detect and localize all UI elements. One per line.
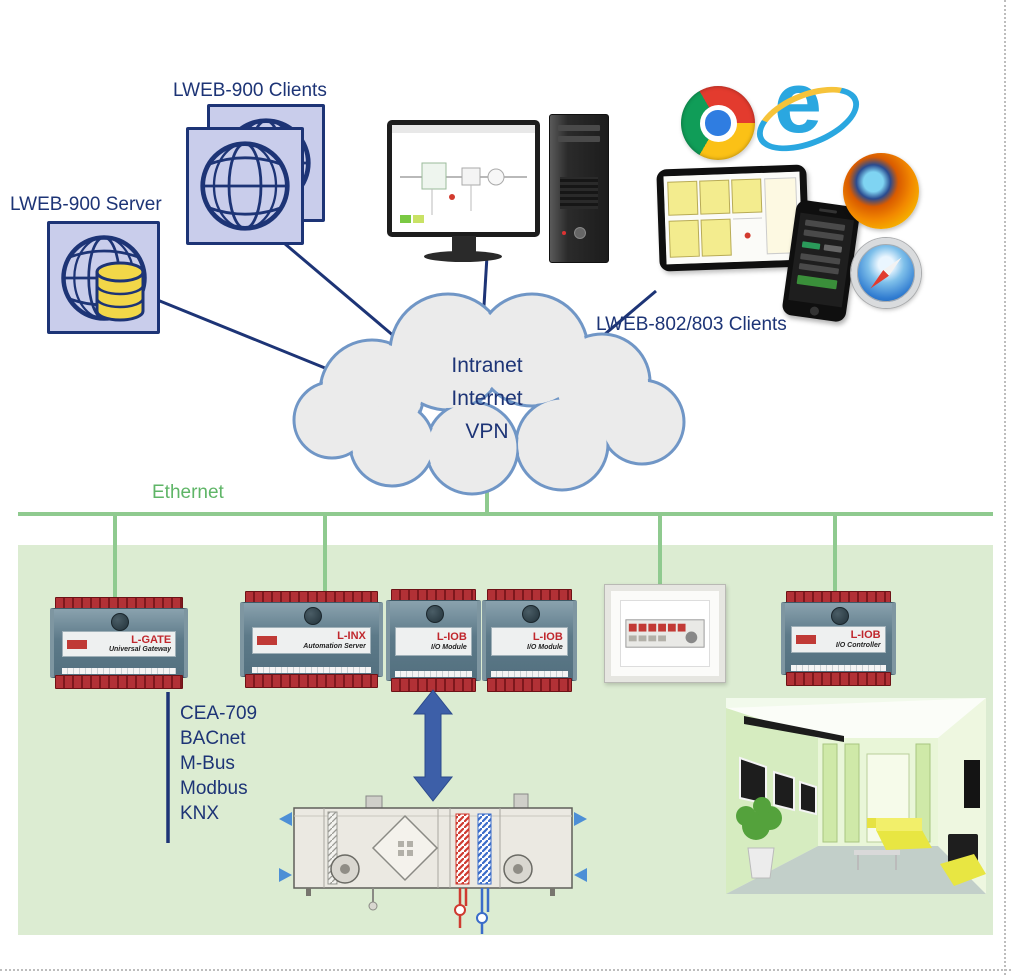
brand-badge [796,635,817,645]
safari-compass-needle [867,254,905,292]
device-knob [830,607,849,625]
device-body: L-GATE Universal Gateway [50,608,188,678]
protocol-modbus: Modbus [180,778,248,799]
device-knob [111,613,129,631]
power-button-icon [574,227,586,239]
phone-ui-tile [801,241,821,250]
framed-panel-picture [604,584,726,683]
chrome-icon [681,86,755,160]
phone-ui-bar [796,274,838,290]
air-handling-unit-illustration [279,793,587,934]
terminal-strip-bottom [786,672,891,686]
fieldbus-protocol-list: CEA-709 BACnet M-Bus Modbus KNX [180,701,257,826]
cloud-label: Intranet Internet VPN [397,349,577,448]
hvac-schematic [392,125,535,223]
safari-icon [851,238,921,308]
device-l-iob-module-1: L-IOB I/O Module [386,589,481,692]
device-label-plate: L-IOB I/O Controller [791,626,886,653]
floor-plan [663,171,803,265]
cloud-line-vpn: VPN [465,420,509,443]
device-subtitle: I/O Module [431,643,467,651]
room-interior-illustration [726,698,986,894]
device-knob [521,605,540,623]
tablet-screen [663,171,803,265]
protocol-mbus: M-Bus [180,753,235,774]
device-knob [303,607,322,625]
device-body: L-IOB I/O Controller [781,602,896,675]
drive-slot [558,136,600,142]
connector-labels [395,671,472,677]
device-name: L-IOB [532,632,563,644]
monitor-stand [452,236,476,253]
device-name: L-INX [337,631,366,643]
device-subtitle: I/O Controller [835,641,881,649]
device-body: L-IOB I/O Module [386,600,481,681]
lweb900-server-label: LWEB-900 Server [10,194,162,215]
drive-slot [558,125,600,131]
ethernet-label: Ethernet [152,482,224,503]
device-body: L-IOB I/O Module [482,600,577,681]
io-connection-arrow [412,689,454,802]
cloud-line-intranet: Intranet [451,354,523,377]
phone-screen [788,212,854,308]
page-trim-bottom [0,969,1011,971]
ie-letter: e [774,55,822,151]
device-l-iob-controller: L-IOB I/O Controller [781,591,896,686]
tower-vent [560,177,598,209]
device-subtitle: Universal Gateway [108,646,172,654]
device-l-gate: L-GATE Universal Gateway [50,597,188,689]
lweb900-clients-globe-front-icon [186,127,304,245]
cloud-shape [292,292,686,496]
page-trim-right [1004,0,1006,975]
phone-home-button [808,305,820,317]
brand-badge [257,636,278,646]
phone-ui-row [800,253,841,265]
protocol-cea709: CEA-709 [180,703,258,724]
protocol-bacnet: BACnet [180,728,246,749]
internet-explorer-icon: e [747,55,869,165]
device-label-plate: L-INX Automation Server [252,627,371,655]
connector-labels [61,668,177,674]
device-label-plate: L-IOB I/O Module [491,627,568,657]
lweb900-clients-label: LWEB-900 Clients [173,80,327,101]
phone-ui-tile [823,244,843,253]
desktop-monitor [387,120,540,237]
framed-panel-image [620,600,710,667]
device-knob [425,605,444,623]
device-subtitle: Automation Server [303,642,366,650]
database-cylinder-icon [95,261,145,322]
terminal-strip-bottom [55,675,183,689]
terminal-strip-bottom [487,678,572,692]
brand-badge [66,639,87,649]
lweb802-clients-label: LWEB-802/803 Clients [596,314,787,335]
device-body: L-INX Automation Server [240,602,383,677]
phone-speaker [818,208,838,214]
phone-ui-row [803,229,844,241]
connector-labels [491,671,568,677]
device-l-iob-module-2: L-IOB I/O Module [482,589,577,692]
device-name: L-GATE [131,634,172,646]
connector-labels [252,667,371,673]
device-name: L-IOB [850,630,881,642]
pc-tower [549,114,609,263]
firefox-icon [843,153,919,229]
device-name: L-IOB [436,632,467,644]
device-l-inx: L-INX Automation Server [240,591,383,688]
connector-labels [791,665,886,671]
power-led [562,231,566,235]
chrome-core [705,110,731,136]
device-subtitle: I/O Module [527,643,563,651]
terminal-strip-bottom [245,674,378,688]
device-label-plate: L-IOB I/O Module [395,627,472,657]
protocol-knx: KNX [180,803,220,824]
monitor-screen [392,125,535,232]
phone-ui-row [804,219,846,231]
phone-ui-row [798,263,840,275]
cloud-line-internet: Internet [451,387,523,410]
tablet-device [656,164,810,272]
monitor-base [424,251,502,262]
device-label-plate: L-GATE Universal Gateway [61,631,177,657]
